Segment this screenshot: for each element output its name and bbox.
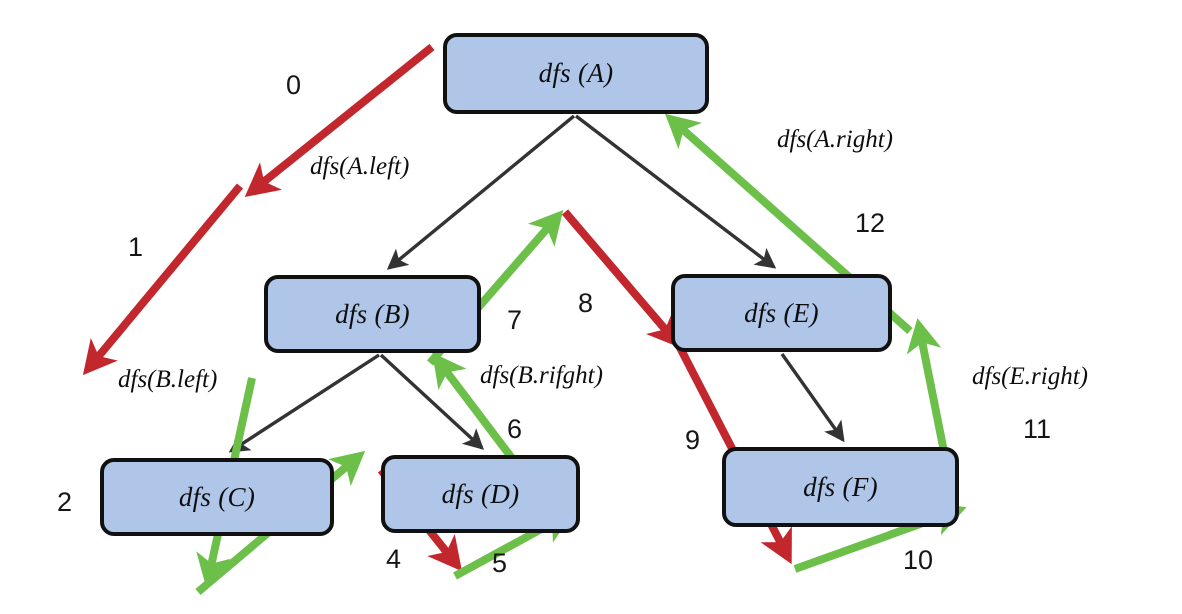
step-number-6: 6 [507, 414, 523, 444]
step-number-8: 8 [578, 288, 594, 318]
call-label-a-right: dfs(A.right) [777, 126, 893, 153]
tree-edge-b-c [228, 353, 380, 453]
tree-edge-a-b [386, 114, 576, 270]
node-label-c: dfs (C) [178, 481, 256, 512]
step-number-12: 12 [855, 208, 886, 238]
node-label-b: dfs (B) [335, 298, 410, 329]
call-label-a-left: dfs(A.left) [310, 153, 410, 180]
call-label-b-left: dfs(B.left) [118, 366, 218, 393]
step-number-1: 1 [128, 232, 144, 262]
descend-arrow-1 [82, 183, 244, 376]
node-label-d: dfs (D) [441, 478, 520, 509]
call-label-b-right: dfs(B.rifght) [480, 362, 603, 389]
node-box-f[interactable]: dfs (F) [722, 447, 959, 527]
node-box-c[interactable]: dfs (C) [100, 458, 334, 536]
call-label-e-right: dfs(E.right) [972, 363, 1088, 390]
descend-arrow-8 [561, 209, 682, 349]
node-box-d[interactable]: dfs (D) [381, 455, 580, 533]
tree-edge-a-e [574, 114, 777, 269]
node-box-a[interactable]: dfs (A) [443, 33, 709, 114]
tree-edge-b-d [379, 353, 485, 450]
node-label-e: dfs (E) [744, 297, 819, 328]
step-number-0: 0 [286, 70, 302, 100]
step-number-11: 11 [1023, 414, 1052, 444]
tree-edges [228, 114, 845, 453]
descend-arrow-0 [244, 43, 435, 198]
node-label-a: dfs (A) [538, 58, 614, 88]
node-box-e[interactable]: dfs (E) [671, 274, 892, 352]
node-label-f: dfs (F) [803, 471, 878, 502]
step-number-5: 5 [492, 548, 508, 578]
step-number-2: 2 [57, 487, 73, 517]
step-number-9: 9 [685, 425, 701, 455]
step-number-7: 7 [507, 305, 523, 335]
step-number-4: 4 [386, 544, 402, 574]
node-box-b[interactable]: dfs (B) [264, 275, 481, 353]
tree-edge-e-f [780, 353, 845, 443]
step-number-10: 10 [903, 545, 934, 575]
